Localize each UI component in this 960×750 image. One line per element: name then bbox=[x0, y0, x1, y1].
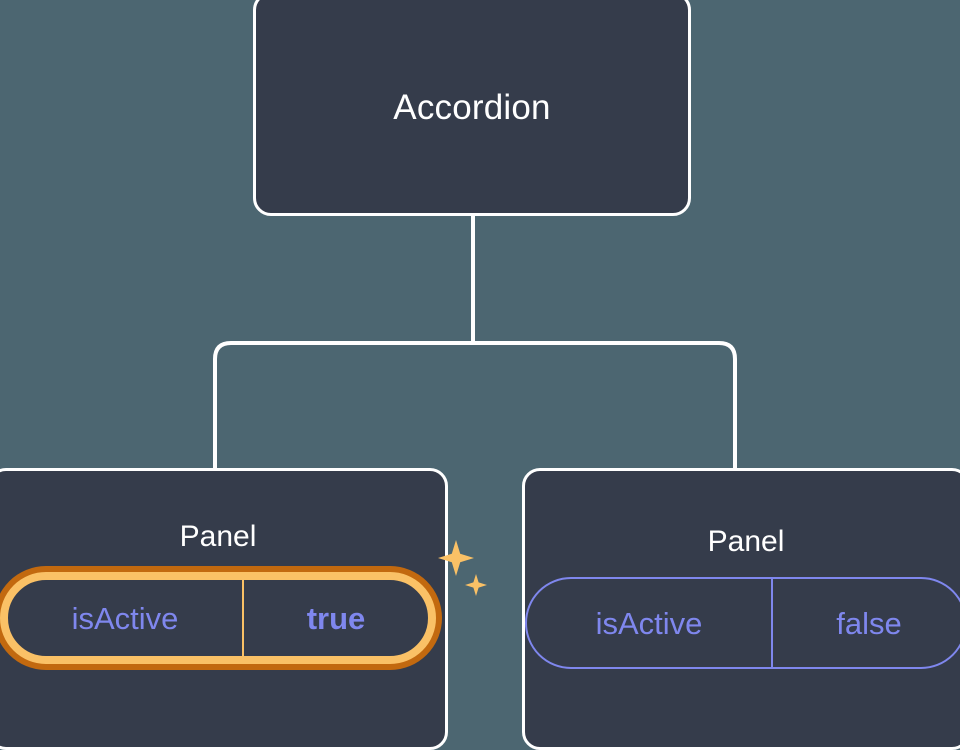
node-title: Accordion bbox=[393, 87, 551, 127]
prop-pill-wrapper: isActive false bbox=[525, 577, 960, 669]
prop-divider bbox=[242, 580, 244, 656]
node-panel-active[interactable]: Panel isActive true bbox=[0, 468, 487, 750]
prop-name: isActive bbox=[595, 605, 703, 641]
prop-divider bbox=[771, 579, 773, 667]
prop-pill-isactive-true[interactable]: isActive true bbox=[0, 572, 436, 664]
sparkles-icon bbox=[438, 540, 487, 596]
node-accordion[interactable]: Accordion bbox=[253, 0, 691, 216]
prop-name: isActive bbox=[71, 600, 179, 636]
prop-pill-isactive-false[interactable]: isActive false bbox=[525, 577, 960, 669]
prop-pill-wrapper: isActive true bbox=[0, 540, 487, 664]
node-panel-inactive[interactable]: Panel isActive false bbox=[522, 468, 960, 750]
node-title: Panel bbox=[179, 520, 257, 553]
node-title: Panel bbox=[707, 525, 785, 558]
prop-value: false bbox=[836, 605, 902, 641]
prop-value: true bbox=[306, 600, 366, 636]
connector-branch-bus bbox=[213, 341, 737, 474]
